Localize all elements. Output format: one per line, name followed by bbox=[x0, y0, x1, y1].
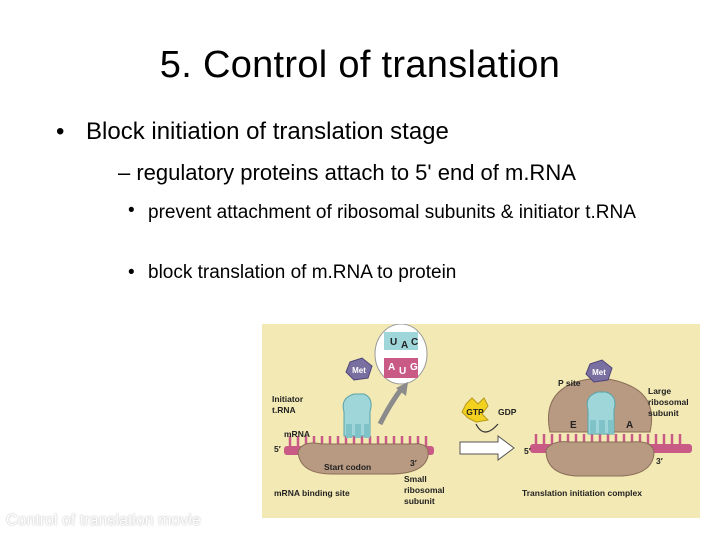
five-prime-left: 5′ bbox=[274, 444, 281, 454]
bullet-dot: • bbox=[56, 118, 65, 145]
gdp-label: GDP bbox=[498, 407, 517, 417]
bullet-text: Block initiation of translation stage bbox=[86, 118, 449, 145]
codon-bottom-1: A bbox=[388, 362, 395, 373]
bullet-text: block translation of m.RNA to protein bbox=[148, 262, 457, 283]
trna-in-complex bbox=[586, 391, 616, 435]
codon-top-1: U bbox=[390, 337, 397, 348]
small-subunit-line3: subunit bbox=[404, 496, 435, 506]
three-prime-left: 3′ bbox=[410, 458, 417, 468]
bullet-text: prevent attachment of ribosomal subunits… bbox=[148, 202, 636, 223]
codon-inset: U A C A U G bbox=[374, 324, 428, 385]
subbullet-regulatory-proteins: – regulatory proteins attach to 5' end o… bbox=[118, 160, 576, 185]
translation-movie-link[interactable]: Control of translation movie bbox=[6, 512, 201, 529]
initiator-label-line1: Initiator bbox=[272, 394, 304, 404]
met-icon-right: Met bbox=[585, 359, 613, 383]
three-prime-right: 3′ bbox=[656, 456, 663, 466]
site-e-label: E bbox=[570, 420, 577, 431]
codon-top-3: C bbox=[411, 337, 418, 348]
p-site-label: P site bbox=[558, 378, 581, 388]
met-label-right: Met bbox=[592, 368, 606, 377]
zoom-arrow-head bbox=[396, 382, 408, 396]
initiator-trna-shape bbox=[342, 393, 372, 438]
small-subunit-line2: ribosomal bbox=[404, 485, 445, 495]
initiator-label-line2: t.RNA bbox=[272, 405, 296, 415]
gtp-label: GTP bbox=[466, 407, 484, 417]
codon-top-2: A bbox=[401, 340, 408, 351]
large-subunit-line2: ribosomal bbox=[648, 397, 689, 407]
start-codon-label: Start codon bbox=[324, 462, 371, 472]
codon-bottom-2: U bbox=[399, 366, 406, 377]
small-subunit-line1: Small bbox=[404, 474, 427, 484]
codon-bottom-3: G bbox=[410, 362, 418, 373]
five-prime-right: 5′ bbox=[524, 446, 531, 456]
large-subunit-line1: Large bbox=[648, 386, 671, 396]
met-icon-left: Met bbox=[345, 357, 373, 381]
gtp-gdp-transition: GTP GDP bbox=[459, 397, 517, 461]
small-ribosomal-subunit bbox=[297, 442, 429, 475]
large-subunit-line3: subunit bbox=[648, 408, 679, 418]
site-a-label: A bbox=[626, 420, 633, 431]
bullet-dot: • bbox=[128, 200, 135, 221]
slide-title: 5. Control of translation bbox=[159, 44, 561, 86]
translation-initiation-figure: Met U A C A U G Initiator t.RNA mRNA 5′ … bbox=[262, 324, 700, 518]
translation-initiation-complex-label: Translation initiation complex bbox=[522, 488, 642, 498]
mrna-binding-site-label: mRNA binding site bbox=[274, 488, 350, 498]
bullet-dot: • bbox=[128, 262, 135, 283]
mrna-label: mRNA bbox=[284, 429, 310, 439]
small-subunit-complex bbox=[545, 441, 655, 477]
met-label-left: Met bbox=[352, 366, 366, 375]
